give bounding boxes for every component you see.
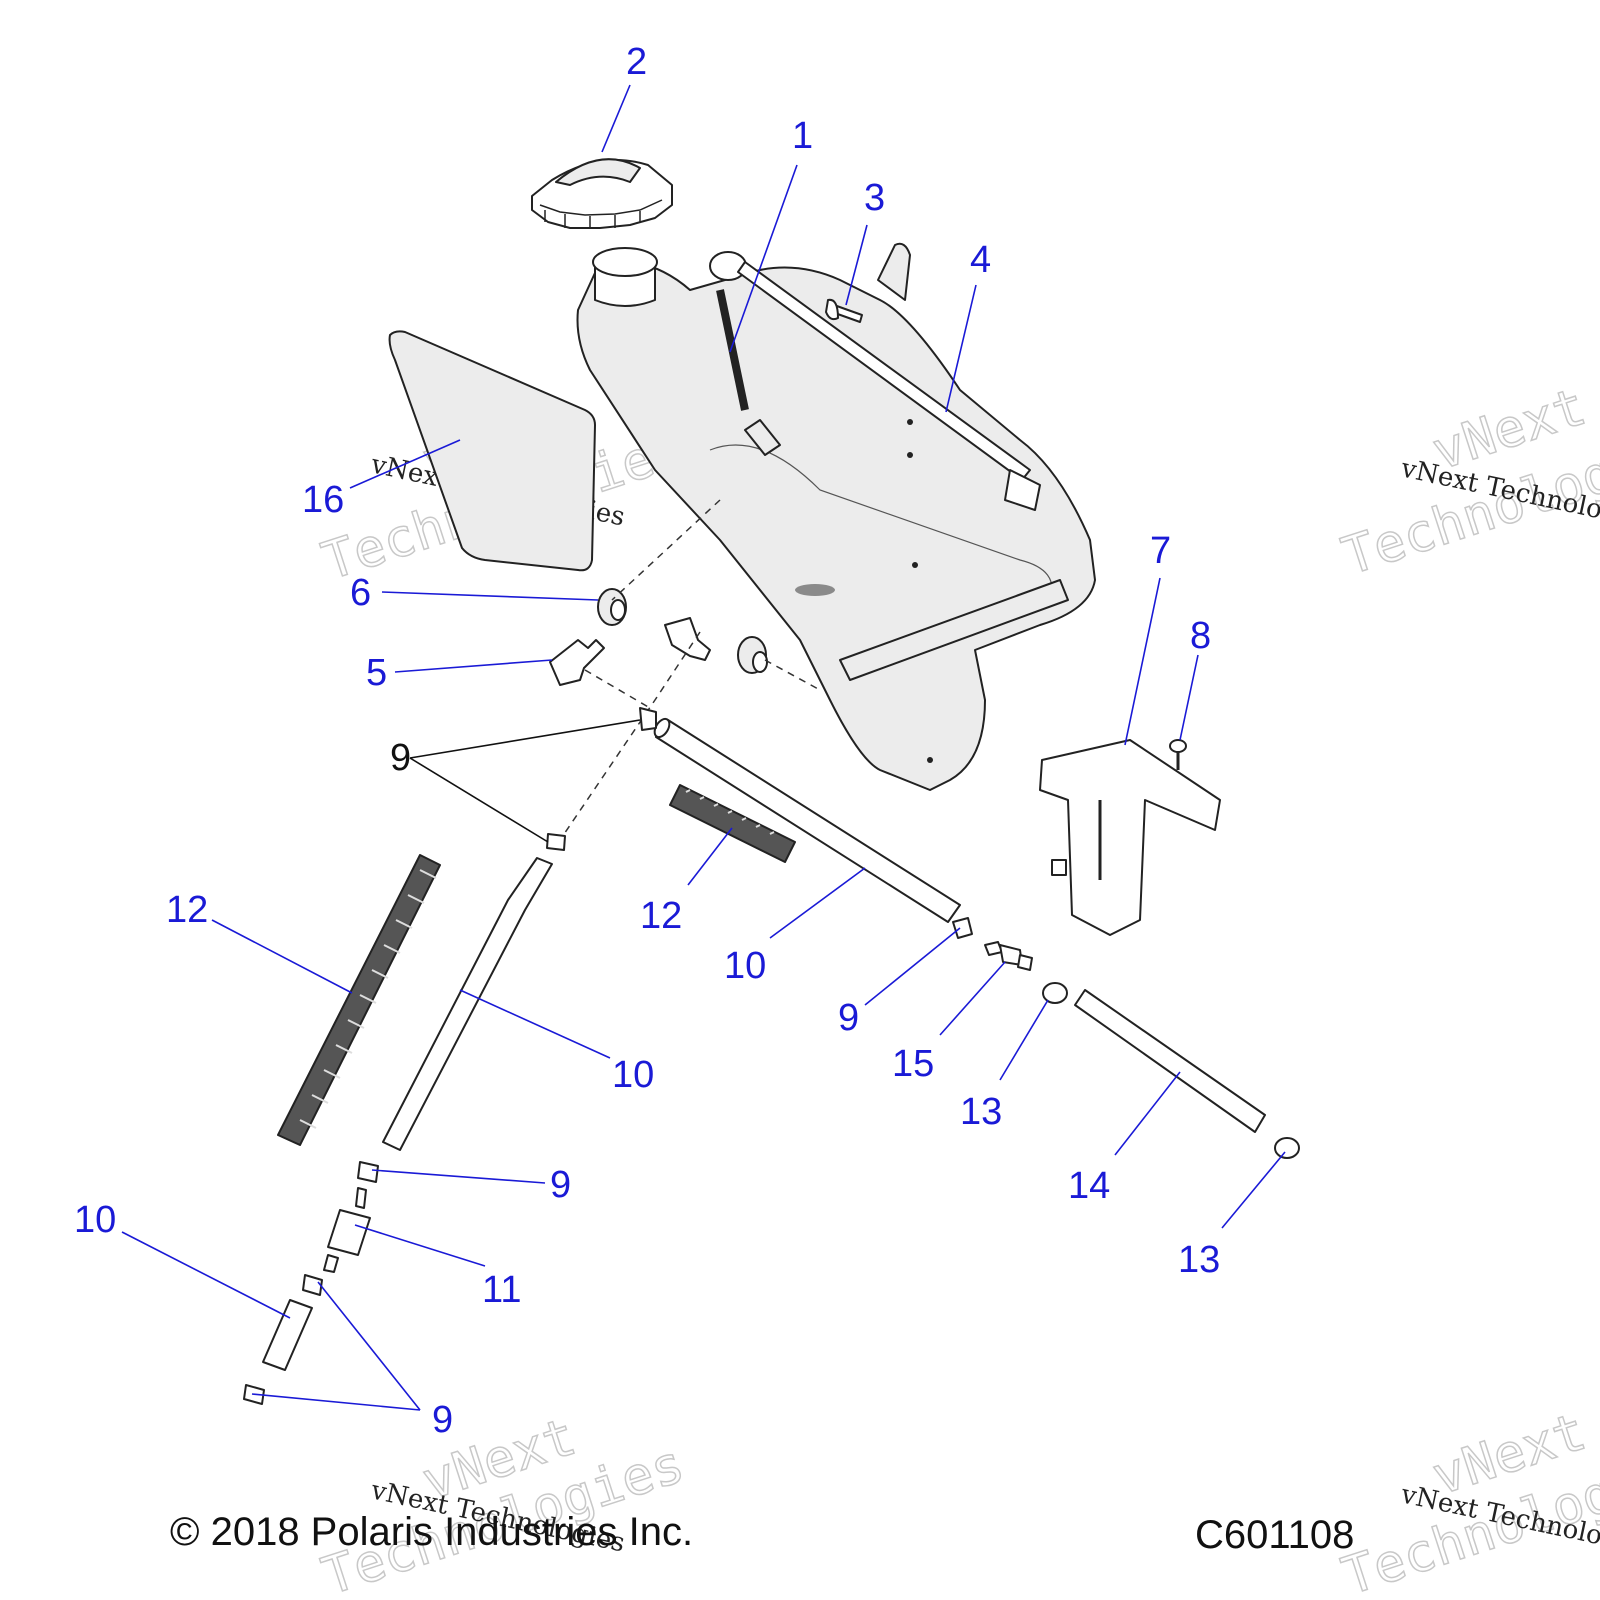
callout-9b: 9 [838, 997, 859, 1039]
grommet [737, 636, 768, 674]
fuel-hose [262, 1299, 313, 1371]
callout-13a: 13 [960, 1091, 1002, 1133]
callout-3: 3 [864, 177, 885, 219]
callout-14: 14 [1068, 1165, 1110, 1207]
fuel-cap [531, 158, 673, 229]
callout-10b: 10 [612, 1054, 654, 1096]
fuel-filter [323, 1187, 371, 1273]
fuel-sender [709, 251, 1041, 511]
spring-clamp [1042, 982, 1068, 1004]
fuel-hose [382, 857, 553, 1151]
leader-13b [1221, 1151, 1286, 1229]
callout-9d: 9 [432, 1399, 453, 1441]
callouts: 1 2 3 4 5 6 7 8 9 9 9 9 10 10 10 11 12 1… [74, 41, 1220, 1441]
leader-16 [349, 439, 461, 489]
callout-8: 8 [1190, 615, 1211, 657]
leader-4 [945, 284, 977, 413]
vent-hose [1074, 989, 1266, 1133]
leader-9a [409, 757, 549, 843]
leader-lines [121, 84, 1286, 1411]
heat-shield [388, 330, 596, 572]
spiral-sleeve [669, 784, 796, 863]
assembly-lines [559, 499, 821, 841]
leader-13a [999, 999, 1049, 1081]
screw [1169, 739, 1187, 770]
callout-9c: 9 [550, 1164, 571, 1206]
hose-clamp [302, 1274, 323, 1296]
drawing-number: C601108 [1195, 1513, 1354, 1557]
mounting-bracket [1039, 739, 1221, 936]
leader-10a [769, 867, 866, 939]
callout-12b: 12 [640, 895, 682, 937]
elbow-fitting [549, 617, 711, 686]
hose-clamp [952, 917, 973, 939]
leader-9b [864, 927, 961, 1006]
fuel-hose [653, 717, 961, 923]
callout-2: 2 [626, 41, 647, 83]
grommet [597, 588, 627, 626]
leader-11 [354, 1224, 486, 1267]
leader-7 [1124, 577, 1161, 746]
copyright-text: © 2018 Polaris Industries Inc. [170, 1510, 693, 1554]
leader-10c [121, 1231, 291, 1319]
callout-13b: 13 [1178, 1239, 1220, 1281]
callout-10c: 10 [74, 1199, 116, 1241]
callout-16: 16 [302, 479, 344, 521]
fuel-tank [576, 242, 1096, 791]
callout-11: 11 [482, 1269, 521, 1311]
leader-3 [845, 224, 868, 306]
leader-9a [409, 719, 641, 759]
leader-6 [381, 591, 599, 601]
callout-15: 15 [892, 1043, 934, 1085]
leader-9d [317, 1281, 421, 1411]
leader-15 [939, 961, 1006, 1036]
leader-12b [687, 827, 733, 886]
bolt [825, 298, 863, 323]
hose-clamp [546, 833, 566, 851]
callout-12a: 12 [166, 889, 208, 931]
leader-9d [251, 1393, 421, 1411]
spring-clamp [1274, 1137, 1300, 1159]
leader-8 [1179, 654, 1199, 741]
callout-5: 5 [366, 652, 387, 694]
callout-10a: 10 [724, 945, 766, 987]
leader-1 [729, 164, 798, 353]
callout-7: 7 [1150, 530, 1171, 572]
leader-14 [1114, 1071, 1181, 1156]
leader-12a [211, 919, 353, 994]
callout-6: 6 [350, 572, 371, 614]
callout-4: 4 [970, 239, 991, 281]
callout-1: 1 [792, 115, 813, 157]
callout-9a: 9 [390, 737, 411, 779]
spiral-sleeve [277, 854, 441, 1146]
leader-2 [601, 84, 631, 153]
leader-9c [371, 1169, 546, 1184]
leader-5 [394, 659, 553, 673]
leader-10b [459, 989, 611, 1059]
hose-clamp [639, 707, 657, 731]
hose-clamp [357, 1161, 379, 1183]
check-valve [984, 941, 1033, 971]
